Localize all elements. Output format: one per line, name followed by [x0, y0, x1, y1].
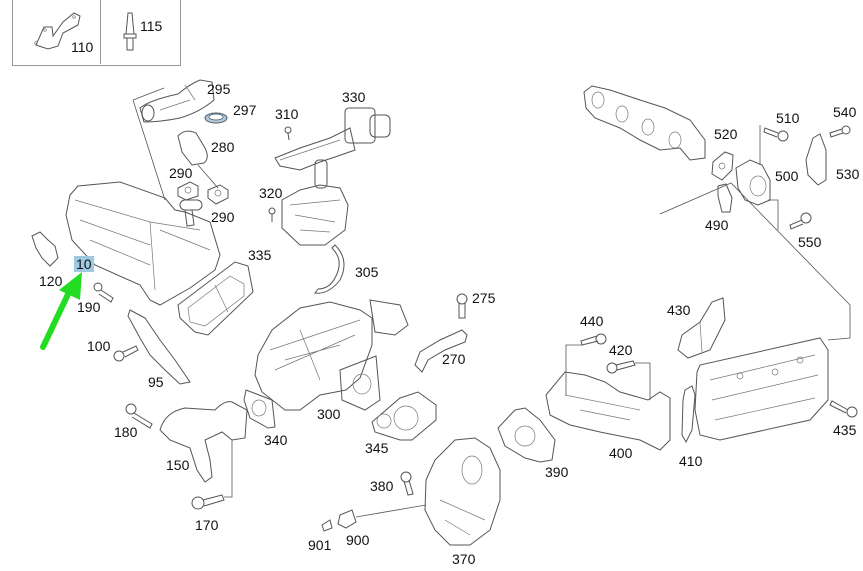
- exhaust-manifold-top: [583, 85, 706, 161]
- callout-390[interactable]: 390: [545, 464, 569, 480]
- callout-530[interactable]: 530: [836, 166, 860, 182]
- housing-320: [268, 159, 349, 246]
- gasket-340: [243, 389, 276, 429]
- callout-550[interactable]: 550: [798, 234, 822, 250]
- callout-115[interactable]: 115: [140, 18, 163, 34]
- callout-275[interactable]: 275: [472, 290, 496, 306]
- callout-430[interactable]: 430: [667, 302, 691, 318]
- callout-10[interactable]: 10: [74, 256, 94, 272]
- callout-305[interactable]: 305: [355, 264, 379, 280]
- inset-box: [12, 0, 181, 66]
- manifold-400: [545, 371, 671, 451]
- callout-435[interactable]: 435: [833, 422, 857, 438]
- callout-290a[interactable]: 290: [169, 165, 193, 181]
- inset-divider: [100, 0, 101, 64]
- bolt-420: [606, 360, 636, 374]
- callout-410[interactable]: 410: [679, 453, 703, 469]
- bolt-435: [829, 400, 858, 418]
- callout-900[interactable]: 900: [346, 532, 370, 548]
- bolt-540: [829, 125, 851, 138]
- callout-297[interactable]: 297: [233, 102, 257, 118]
- egr-cooler-10: [65, 181, 221, 306]
- callout-345[interactable]: 345: [365, 440, 389, 456]
- callout-295[interactable]: 295: [207, 81, 231, 97]
- bolt-275: [456, 293, 468, 319]
- callout-320[interactable]: 320: [259, 185, 283, 201]
- bracket-icon: [34, 12, 81, 50]
- egr-housing-300: [254, 299, 409, 411]
- callout-330[interactable]: 330: [342, 89, 366, 105]
- gasket-345: [371, 391, 437, 441]
- callout-270[interactable]: 270: [442, 351, 466, 367]
- gasket-490: [717, 183, 733, 213]
- callout-300[interactable]: 300: [317, 406, 341, 422]
- callout-440[interactable]: 440: [580, 313, 604, 329]
- callout-290b[interactable]: 290: [211, 209, 235, 225]
- bracket-95: [127, 309, 191, 385]
- callout-180[interactable]: 180: [114, 424, 138, 440]
- bolt-180: [125, 403, 153, 429]
- bolt-380: [400, 471, 414, 496]
- selection-arrow-icon: [40, 272, 82, 350]
- actuator-330: [274, 107, 391, 171]
- callout-95[interactable]: 95: [148, 374, 164, 390]
- callout-120[interactable]: 120: [39, 273, 63, 289]
- callout-540[interactable]: 540: [833, 104, 857, 120]
- clamp-297: [204, 112, 228, 124]
- gasket-410: [681, 385, 696, 444]
- bolt-100: [113, 345, 139, 362]
- elbow-500: [735, 159, 771, 206]
- callout-420[interactable]: 420: [609, 342, 633, 358]
- oring-305: [314, 244, 345, 294]
- bolt-440: [580, 333, 607, 346]
- gasket-520: [711, 151, 734, 181]
- bolt-190: [93, 282, 114, 303]
- callout-901[interactable]: 901: [308, 537, 332, 553]
- callout-170[interactable]: 170: [195, 517, 219, 533]
- callout-380[interactable]: 380: [370, 478, 394, 494]
- callout-110[interactable]: 110: [71, 39, 94, 55]
- gasket-335: [177, 261, 254, 336]
- plug-901: [321, 519, 333, 532]
- heatshield-430: [677, 297, 726, 359]
- callout-370[interactable]: 370: [452, 551, 476, 567]
- gasket-120: [31, 231, 59, 267]
- turbo-housing-370: [424, 437, 501, 546]
- bracket-530: [805, 133, 827, 186]
- callout-280[interactable]: 280: [211, 139, 235, 155]
- bolt-550: [789, 212, 812, 230]
- clip-290b: [207, 184, 229, 205]
- callout-500[interactable]: 500: [775, 168, 799, 184]
- bracket-270: [414, 329, 468, 373]
- pipe-150: [159, 401, 248, 483]
- callout-490[interactable]: 490: [705, 217, 729, 233]
- callout-100[interactable]: 100: [87, 338, 111, 354]
- intake-module: [694, 337, 829, 441]
- callout-340[interactable]: 340: [264, 432, 288, 448]
- screw-310: [284, 126, 292, 141]
- hose-295: [139, 79, 215, 123]
- elbow-280: [177, 130, 208, 166]
- sensor-900: [337, 509, 357, 529]
- callout-400[interactable]: 400: [609, 445, 633, 461]
- callout-310[interactable]: 310: [275, 106, 299, 122]
- callout-520[interactable]: 520: [714, 126, 738, 142]
- pin-icon: [123, 12, 137, 51]
- clip-290a: [177, 181, 199, 201]
- callout-335[interactable]: 335: [248, 247, 272, 263]
- callout-150[interactable]: 150: [166, 457, 190, 473]
- bolt-510: [763, 127, 789, 142]
- callout-510[interactable]: 510: [776, 110, 800, 126]
- bolt-170: [191, 494, 225, 510]
- callout-190[interactable]: 190: [77, 299, 101, 315]
- gasket-390: [497, 407, 556, 463]
